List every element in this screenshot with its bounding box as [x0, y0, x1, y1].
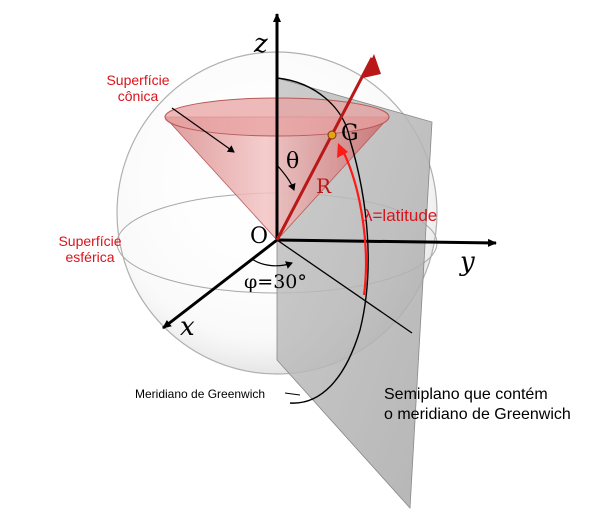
- z-axis-label: z: [253, 29, 268, 59]
- y-axis: [276, 238, 497, 247]
- greenwich-meridian-label: Meridiano de Greenwich: [135, 387, 265, 401]
- conic-surface-label-line1: Superfície: [106, 72, 169, 88]
- conic-surface-pointer: [171, 107, 235, 153]
- radius-label: R: [316, 174, 332, 198]
- meridian-plane-base-line: [276, 239, 413, 334]
- half-plane-label-line1: Semiplano que contém: [384, 386, 548, 403]
- theta-arc: [276, 164, 296, 191]
- point-g: [327, 130, 337, 140]
- spherical-surface-label-line2: esférica: [65, 249, 114, 265]
- latitude-label: λ=latitude: [364, 206, 437, 225]
- conic-surface-label-line2: cônica: [118, 88, 159, 104]
- x-axis: [162, 238, 278, 330]
- latitude-arrowhead: [337, 143, 348, 158]
- greenwich-meridian-pointer: [284, 392, 301, 396]
- latitude-arc: [342, 150, 368, 296]
- phi-label: φ=30°: [244, 271, 307, 293]
- x-axis-label: x: [180, 312, 195, 342]
- point-g-label: G: [341, 121, 359, 146]
- origin-label: O: [250, 224, 268, 249]
- spherical-surface-label-line1: Superfície: [58, 233, 121, 249]
- radius-vector: [275, 57, 374, 241]
- greenwich-meridian-arc: [276, 77, 369, 404]
- radius-arrowhead: [363, 54, 381, 78]
- half-plane-label-line2: o meridiano de Greenwich: [384, 406, 571, 423]
- phi-arc: [251, 258, 293, 269]
- y-axis-label: y: [459, 247, 475, 277]
- theta-label: θ: [286, 149, 299, 174]
